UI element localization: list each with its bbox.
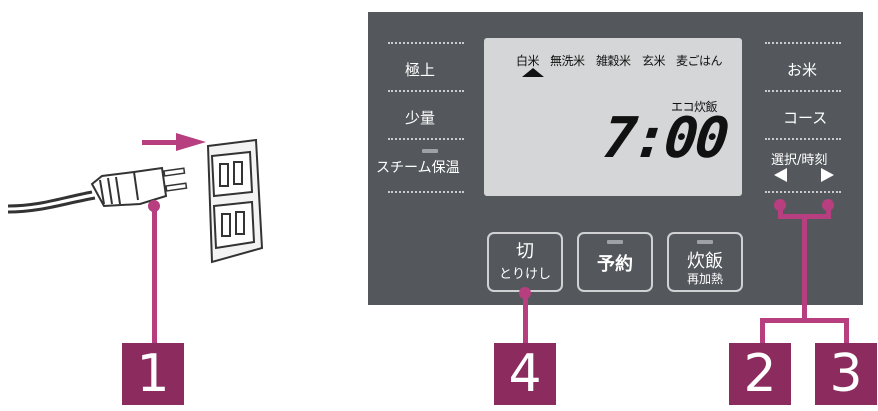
wall-outlet-icon: [206, 138, 264, 264]
plug-and-outlet-illustration: [7, 133, 264, 264]
cancel-button-label: 切: [516, 241, 534, 262]
callout-number-4: 4: [494, 343, 556, 405]
lcd-display: [484, 38, 742, 196]
callout-2-3-leader: [802, 214, 807, 322]
divider: [388, 191, 464, 193]
callout-2-3-leader: [760, 318, 849, 323]
cook-button-label: 炊飯: [687, 251, 723, 272]
time-readout: 7:00: [599, 106, 730, 171]
shouryou-button[interactable]: 少量: [405, 109, 436, 127]
mode-indicator-icon: [522, 68, 544, 77]
select-time-label: 選択/時刻: [771, 153, 828, 168]
cancel-button[interactable]: [487, 232, 563, 292]
divider: [388, 90, 464, 92]
rice-type-button[interactable]: お米: [787, 61, 818, 79]
callout-number-1: 1: [122, 343, 184, 405]
rice-mode-genmai: 玄米: [642, 54, 666, 68]
gokujo-button[interactable]: 極上: [405, 61, 436, 79]
cook-button-sublabel: 再加熱: [686, 272, 723, 286]
rice-mode-musenmai: 無洗米: [550, 54, 585, 68]
left-arrow-button[interactable]: [774, 168, 787, 182]
callout-2-3-leader: [778, 204, 783, 218]
divider: [388, 138, 464, 140]
callout-1-leader-dot: [148, 200, 160, 212]
callout-number-2: 2: [729, 343, 791, 405]
timer-led: [607, 240, 623, 244]
rice-mode-white: 白米: [516, 54, 540, 68]
course-button[interactable]: コース: [783, 109, 828, 127]
divider: [765, 42, 841, 44]
steam-keep-warm-led: [422, 149, 438, 153]
cancel-button-sublabel: とりけし: [498, 267, 551, 282]
rice-mode-mugi: 麦ごはん: [676, 54, 723, 68]
insert-arrow-icon: [142, 133, 206, 151]
eco-cook-indicator: エコ炊飯: [671, 100, 718, 114]
callout-2-3-leader: [826, 204, 831, 218]
timer-button-label: 予約: [597, 254, 633, 275]
callout-2-3-leader: [844, 318, 849, 345]
divider: [765, 138, 841, 140]
divider: [765, 90, 841, 92]
right-arrow-button[interactable]: [821, 168, 834, 182]
divider: [388, 42, 464, 44]
callout-4-leader: [523, 293, 528, 345]
divider: [765, 191, 841, 193]
power-plug-icon: [90, 166, 188, 208]
callout-2-3-leader: [760, 318, 765, 345]
steam-keep-warm-button[interactable]: スチーム保温: [376, 160, 460, 176]
callout-1-leader: [152, 204, 157, 344]
rice-mode-zakkokumai: 雑穀米: [596, 54, 631, 68]
callout-number-3: 3: [815, 343, 877, 405]
cook-led: [697, 240, 713, 244]
